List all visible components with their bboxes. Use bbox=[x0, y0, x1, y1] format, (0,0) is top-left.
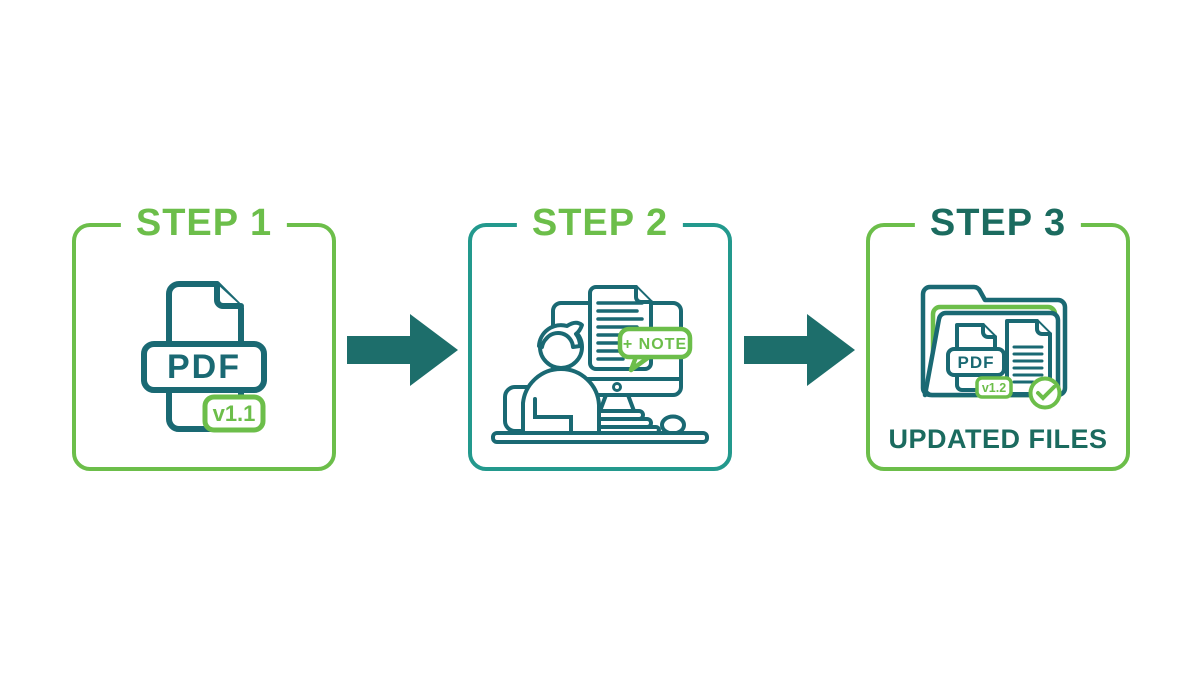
note-bubble-icon: + NOTE bbox=[617, 326, 693, 373]
pdf-label-band bbox=[946, 347, 1006, 377]
checkmark-icon bbox=[1036, 385, 1056, 401]
step3-title: STEP 3 bbox=[914, 202, 1082, 246]
folded-corner-icon bbox=[1035, 319, 1052, 336]
bubble-body bbox=[617, 326, 693, 360]
mouse-icon bbox=[660, 414, 686, 436]
arrow-shape bbox=[347, 314, 458, 386]
note-label: + NOTE bbox=[623, 336, 687, 353]
monitor-button bbox=[612, 382, 622, 392]
arrow-right-icon bbox=[347, 314, 458, 386]
monitor-stand bbox=[598, 393, 636, 413]
arrow-right-icon bbox=[744, 314, 855, 386]
person-arm bbox=[533, 397, 573, 435]
desk bbox=[491, 431, 709, 444]
pdf-label: PDF bbox=[958, 353, 995, 372]
pdf-label: PDF bbox=[167, 348, 241, 386]
arrow-shape bbox=[744, 314, 855, 386]
updated-files-folder-icon: PDF v1.2 bbox=[920, 284, 1068, 410]
checkmark-circle-icon bbox=[1028, 376, 1062, 410]
step3-box: STEP 3 PDF v1.2 bbox=[866, 202, 1130, 471]
version-badge bbox=[975, 376, 1013, 399]
folded-corner-icon bbox=[634, 285, 653, 304]
person-icon bbox=[521, 320, 601, 435]
document-text-lines bbox=[1012, 345, 1044, 384]
updated-files-caption: UPDATED FILES bbox=[888, 424, 1108, 454]
step1-title: STEP 1 bbox=[120, 202, 288, 246]
pdf-label-band bbox=[141, 341, 267, 393]
step1-box: STEP 1 PDF v1.1 bbox=[72, 202, 336, 471]
version-badge-label: v1.2 bbox=[982, 381, 1006, 395]
folded-corner-icon bbox=[214, 281, 244, 309]
version-badge bbox=[202, 394, 266, 433]
step2-title: STEP 2 bbox=[516, 202, 684, 246]
step2-box: STEP 2 bbox=[468, 202, 732, 471]
version-badge-label: v1.1 bbox=[213, 401, 256, 426]
folded-corner-icon bbox=[981, 323, 997, 339]
pdf-file-icon: PDF v1.1 bbox=[141, 281, 267, 433]
person-hair bbox=[537, 320, 584, 349]
person-editing-computer-icon: + NOTE bbox=[491, 285, 709, 444]
